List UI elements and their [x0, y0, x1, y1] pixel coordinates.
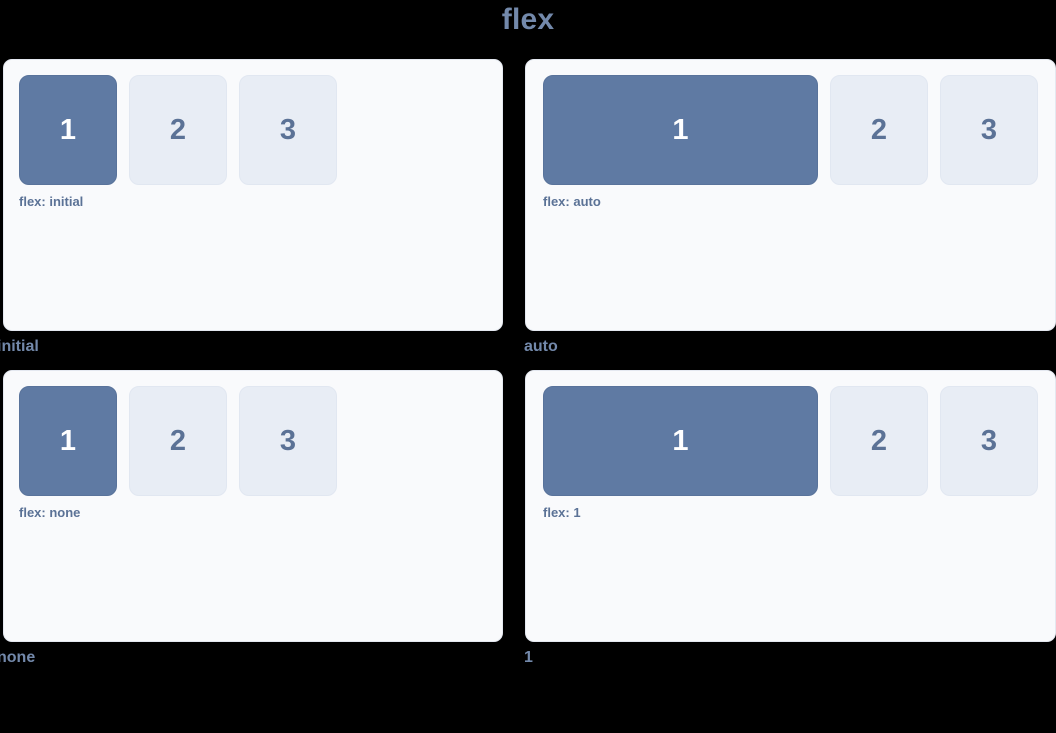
flex-box-3: 3 — [940, 386, 1038, 496]
flex-property-label: flex: initial — [19, 194, 84, 209]
flex-box-3-label: 3 — [279, 424, 297, 457]
demo-caption: none — [0, 649, 36, 666]
flex-box-2-label: 2 — [870, 113, 888, 146]
demo-panel: 1 2 3 flex: 1 — [525, 370, 1056, 642]
flex-box-2: 2 — [830, 75, 928, 185]
demo-panel: 1 2 3 flex: initial — [3, 59, 503, 331]
flex-property-label: flex: none — [19, 505, 81, 520]
flex-box-2: 2 — [129, 75, 227, 185]
flex-box-3: 3 — [239, 75, 337, 185]
flex-container: 1 2 3 — [543, 386, 1038, 496]
demo-cell-one: 1 2 3 flex: 1 1 — [521, 370, 1056, 681]
flex-box-1: 1 — [19, 386, 117, 496]
flex-container: 1 2 3 — [19, 386, 487, 496]
flex-box-3: 3 — [940, 75, 1038, 185]
demo-grid: 1 2 3 flex: initial initial 1 — [0, 59, 1056, 681]
flex-box-3-label: 3 — [980, 424, 998, 457]
flex-box-1-label: 1 — [59, 113, 77, 146]
flex-container: 1 2 3 — [543, 75, 1038, 185]
flex-box-3: 3 — [239, 386, 337, 496]
flex-box-3-label: 3 — [279, 113, 297, 146]
demo-panel: 1 2 3 flex: auto — [525, 59, 1056, 331]
flex-box-2: 2 — [830, 386, 928, 496]
flex-container: 1 2 3 — [19, 75, 487, 185]
flex-box-1: 1 — [543, 75, 818, 185]
demo-cell-none: 1 2 3 flex: none none — [0, 370, 521, 681]
flex-box-2: 2 — [129, 386, 227, 496]
demo-caption: initial — [0, 338, 39, 355]
demo-panel: 1 2 3 flex: none — [3, 370, 503, 642]
demo-cell-initial: 1 2 3 flex: initial initial — [0, 59, 521, 370]
flex-property-label: flex: auto — [543, 194, 601, 209]
demo-cell-auto: 1 2 3 flex: auto auto — [521, 59, 1056, 370]
page-title: flex — [501, 3, 555, 36]
flex-box-2-label: 2 — [169, 424, 187, 457]
flex-box-1-label: 1 — [672, 424, 689, 457]
flex-box-2-label: 2 — [870, 424, 888, 457]
flex-box-3-label: 3 — [980, 113, 998, 146]
flex-box-2-label: 2 — [169, 113, 187, 146]
flex-box-1-label: 1 — [672, 113, 689, 146]
demo-caption: 1 — [524, 649, 533, 666]
flex-box-1: 1 — [543, 386, 818, 496]
flex-box-1: 1 — [19, 75, 117, 185]
flex-box-1-label: 1 — [59, 424, 77, 457]
flex-property-label: flex: 1 — [543, 505, 581, 520]
demo-caption: auto — [524, 338, 558, 355]
